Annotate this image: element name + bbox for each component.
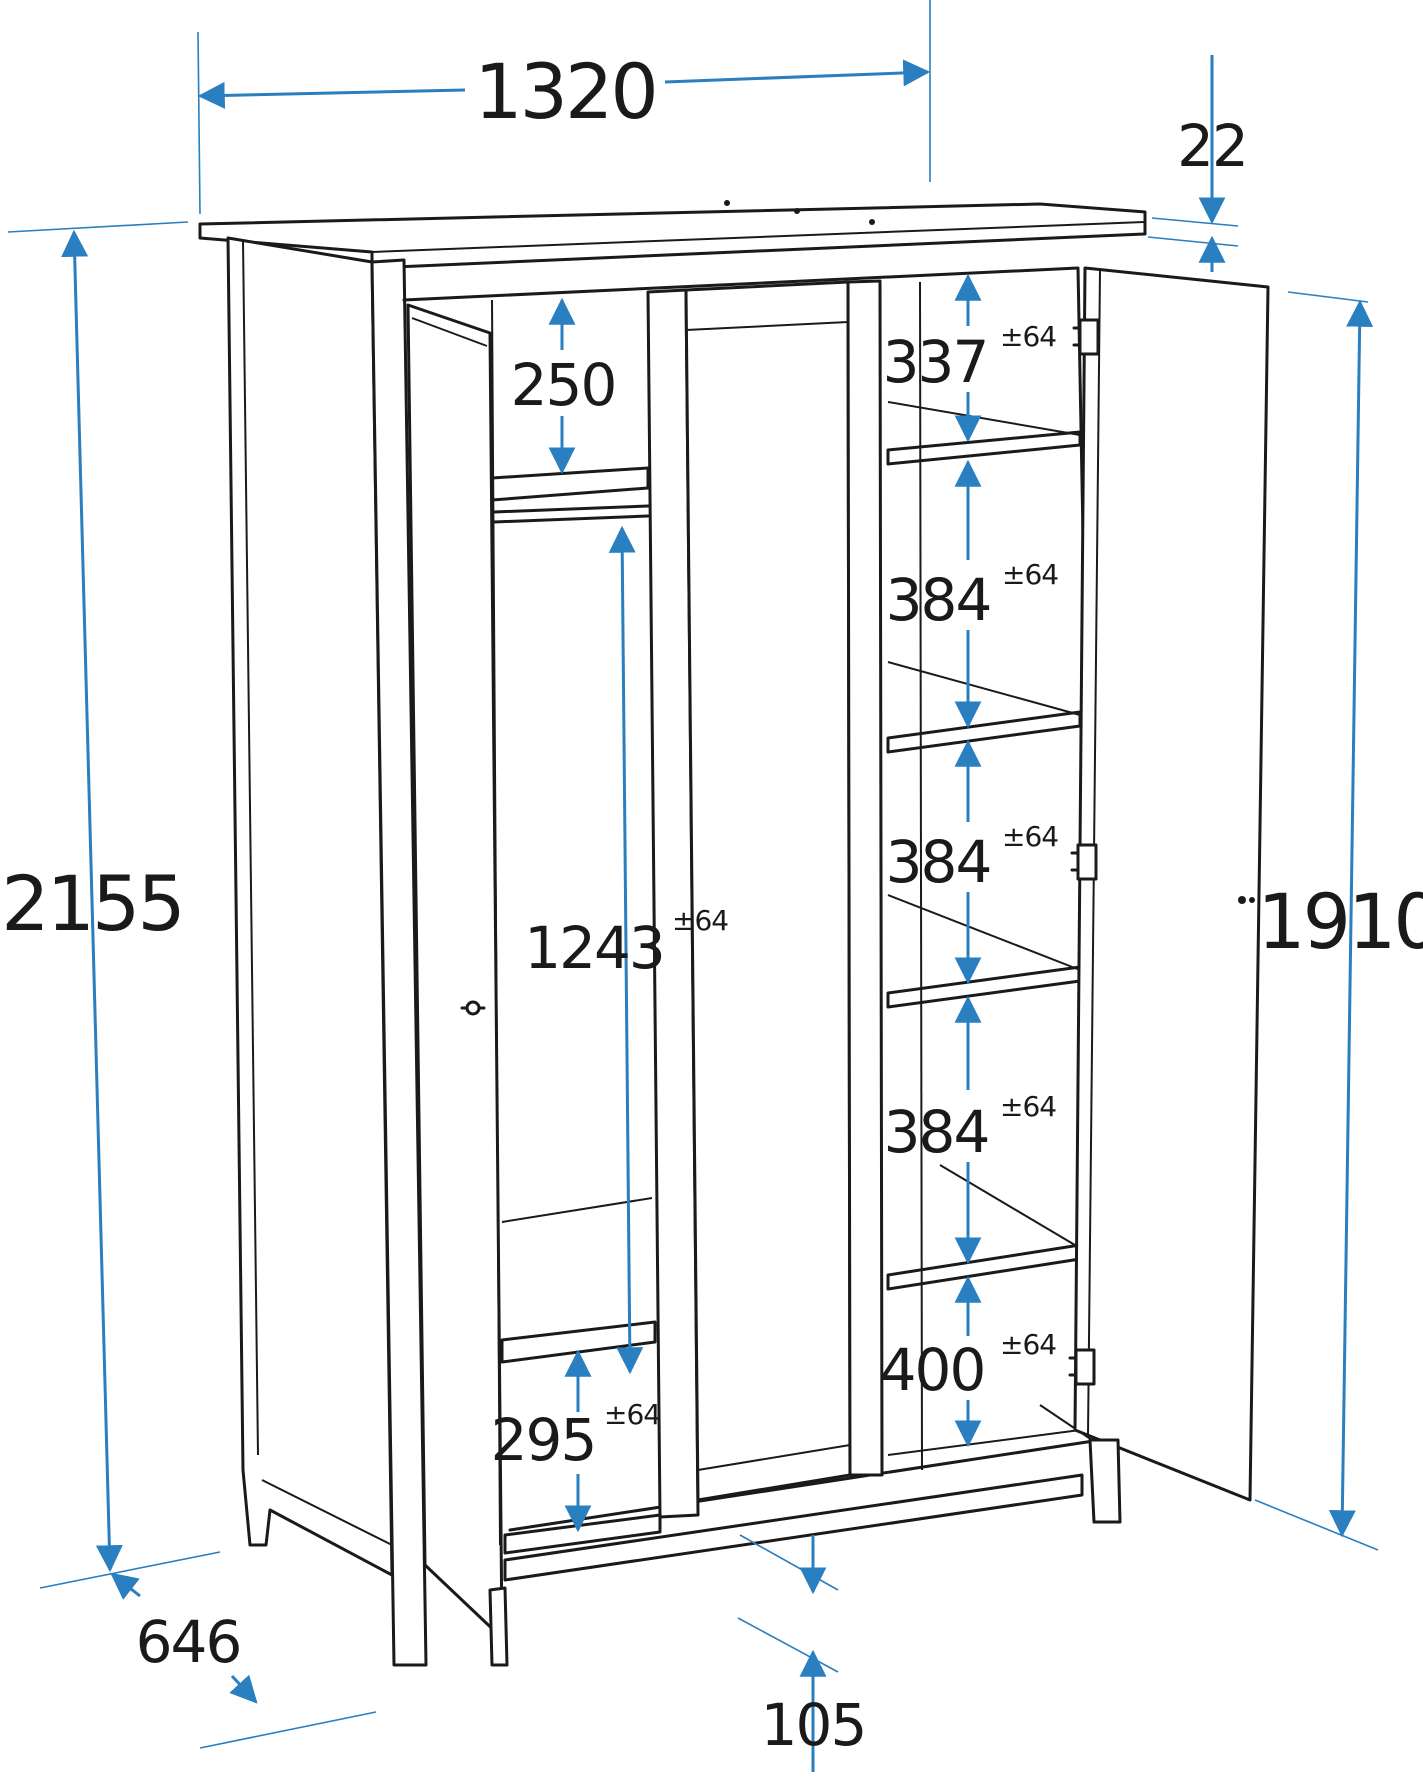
left-side-panel	[226, 236, 394, 1577]
shelf-1	[886, 430, 1082, 466]
front-left-leg	[488, 1586, 509, 1667]
label-shelf-gap-1: 337	[883, 328, 988, 396]
height-dimension-line	[61, 229, 123, 1573]
label-shelf-gap-2: 384	[886, 566, 991, 634]
hanging-dimension-line	[608, 525, 644, 1375]
hinge	[1068, 1348, 1096, 1386]
tolerance-shelf-1: ±64	[1000, 320, 1056, 353]
label-bottom-compartment: 295	[491, 1406, 596, 1474]
depth-dimension-line	[110, 1572, 141, 1600]
tolerance-shelf-2: ±64	[1002, 558, 1058, 591]
front-left-stile	[370, 258, 428, 1667]
dimension-lines	[61, 55, 1374, 1772]
label-top-thickness: 22	[1177, 112, 1247, 180]
dimension-labels: 1320 22 2155 1910 646 105 250 1243 ±64 2…	[1, 47, 1423, 1759]
label-shelf-gap-4: 384	[884, 1098, 989, 1166]
screw-hole	[794, 208, 800, 214]
wardrobe-drawing	[198, 200, 1270, 1667]
shelf-4	[886, 1243, 1082, 1291]
door-height-dimension-line	[1328, 299, 1374, 1538]
tolerance-hanging: ±64	[672, 904, 728, 937]
left-top-shelf	[490, 466, 650, 502]
label-plinth-height: 105	[761, 1691, 866, 1759]
label-total-height: 2155	[1, 859, 182, 948]
left-door	[406, 303, 504, 1640]
plinth-front	[503, 1473, 1084, 1582]
right-compartment-post	[846, 279, 884, 1477]
label-depth: 646	[136, 1608, 241, 1676]
screw-hole	[869, 219, 875, 225]
label-shelf-gap-3: 384	[886, 828, 991, 896]
right-door	[1073, 266, 1270, 1502]
left-compartment-divider	[646, 288, 700, 1519]
label-top-shelf-gap: 250	[511, 351, 616, 419]
right-door-knob	[1238, 896, 1255, 904]
tolerance-bottom: ±64	[604, 1398, 660, 1431]
shelf-3	[886, 965, 1082, 1009]
tolerance-shelf-4: ±64	[1000, 1090, 1056, 1123]
shelf-2	[886, 710, 1082, 754]
hinge	[1072, 318, 1100, 356]
center-panel	[684, 280, 852, 1502]
label-door-height: 1910	[1257, 877, 1423, 966]
left-door-knob	[460, 1000, 486, 1016]
hinge	[1070, 843, 1098, 881]
screw-hole	[724, 200, 730, 206]
label-shelf-gap-5: 400	[880, 1336, 985, 1404]
hanging-rail	[492, 504, 650, 524]
label-total-width: 1320	[474, 47, 655, 136]
tolerance-shelf-3: ±64	[1002, 820, 1058, 853]
tolerance-shelf-5: ±64	[1000, 1328, 1056, 1361]
right-leg	[1088, 1438, 1122, 1524]
label-hanging-height: 1243	[524, 914, 664, 982]
width-dimension-line	[197, 81, 466, 109]
